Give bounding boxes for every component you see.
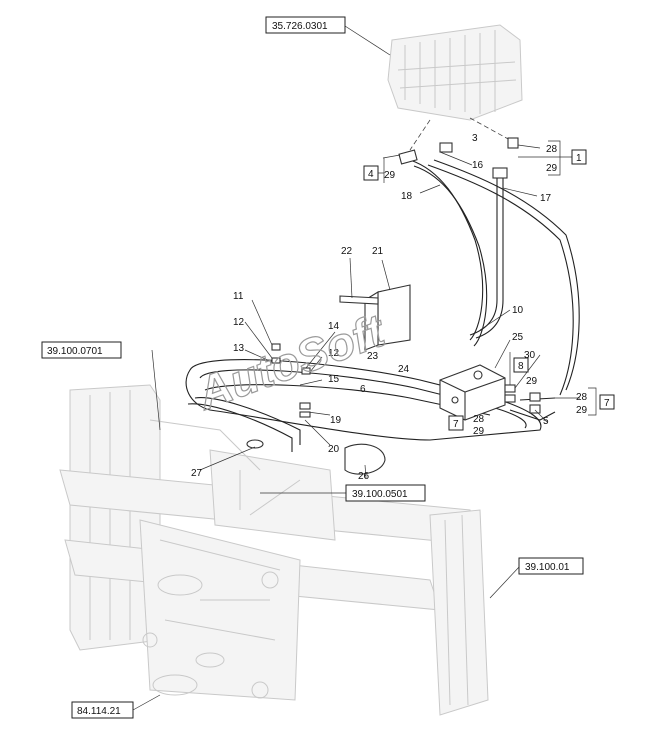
callout-labels: 3 16 17 18 28 29 29 22 21 11 12 13 14 12… bbox=[191, 133, 588, 482]
callout-29d: 29 bbox=[576, 405, 588, 416]
callout-18: 18 bbox=[401, 191, 413, 202]
callout-27: 27 bbox=[191, 468, 203, 479]
callout-3: 3 bbox=[472, 133, 478, 144]
callout-number: 7 bbox=[604, 398, 610, 409]
boxed-callout-1: 1 bbox=[518, 140, 587, 176]
callout-13: 13 bbox=[233, 343, 245, 354]
ref-label: 39.100.0501 bbox=[352, 489, 408, 500]
reference-84-114-21[interactable]: 84.114.21 bbox=[71, 701, 134, 719]
callout-22: 22 bbox=[341, 246, 353, 257]
callout-number: 7 bbox=[453, 419, 459, 430]
small-parts bbox=[246, 343, 541, 475]
upper-hoses bbox=[398, 117, 580, 396]
callout-10: 10 bbox=[512, 305, 524, 316]
callout-29c: 29 bbox=[526, 376, 538, 387]
watermark: AutoSoft bbox=[189, 303, 393, 420]
callout-16: 16 bbox=[472, 160, 484, 171]
boxed-callout-4: 4 bbox=[363, 158, 385, 183]
reference-35-726-0301[interactable]: 35.726.0301 bbox=[265, 16, 346, 34]
control-valve-ghost bbox=[387, 24, 523, 121]
callout-28c: 28 bbox=[473, 414, 485, 425]
callout-19: 19 bbox=[330, 415, 342, 426]
callout-5: 5 bbox=[543, 416, 549, 427]
callout-12b: 12 bbox=[328, 348, 340, 359]
watermark-text: AutoSoft bbox=[190, 304, 393, 420]
callout-17: 17 bbox=[540, 193, 552, 204]
reference-39-100-0501[interactable]: 39.100.0501 bbox=[345, 484, 426, 502]
callout-11: 11 bbox=[233, 291, 244, 302]
callout-24: 24 bbox=[398, 364, 410, 375]
callout-6: 6 bbox=[360, 384, 366, 395]
callout-29b: 29 bbox=[384, 170, 396, 181]
callout-number: 4 bbox=[368, 169, 374, 180]
callout-21: 21 bbox=[372, 246, 384, 257]
lift-mast-frame-ghost bbox=[59, 384, 489, 716]
callout-30: 30 bbox=[524, 350, 536, 361]
ref-label: 84.114.21 bbox=[77, 706, 121, 717]
callout-28b: 28 bbox=[576, 392, 588, 403]
callout-number: 8 bbox=[518, 361, 524, 372]
callout-23: 23 bbox=[367, 351, 379, 362]
callout-26: 26 bbox=[358, 471, 370, 482]
callout-20: 20 bbox=[328, 444, 340, 455]
boxed-callout-8: 8 bbox=[509, 352, 529, 385]
callout-28a: 28 bbox=[546, 144, 558, 155]
leader-lines bbox=[132, 25, 580, 711]
reference-39-100-01[interactable]: 39.100.01 bbox=[518, 557, 584, 575]
callout-29e: 29 bbox=[473, 426, 485, 437]
ref-label: 35.726.0301 bbox=[272, 21, 328, 32]
ref-label: 39.100.01 bbox=[525, 562, 570, 573]
boxed-callout-7b: 7 bbox=[448, 415, 464, 431]
callout-25: 25 bbox=[512, 332, 524, 343]
reference-39-100-0701[interactable]: 39.100.0701 bbox=[41, 341, 122, 359]
callout-number: 1 bbox=[576, 153, 582, 164]
boxed-callout-7a: 7 bbox=[588, 387, 615, 416]
ref-label: 39.100.0701 bbox=[47, 346, 103, 357]
callout-29a: 29 bbox=[546, 163, 558, 174]
valve-block bbox=[439, 364, 516, 421]
callout-12a: 12 bbox=[233, 317, 245, 328]
callout-15: 15 bbox=[328, 374, 340, 385]
callout-14: 14 bbox=[328, 321, 340, 332]
bracket-assembly bbox=[339, 284, 411, 351]
